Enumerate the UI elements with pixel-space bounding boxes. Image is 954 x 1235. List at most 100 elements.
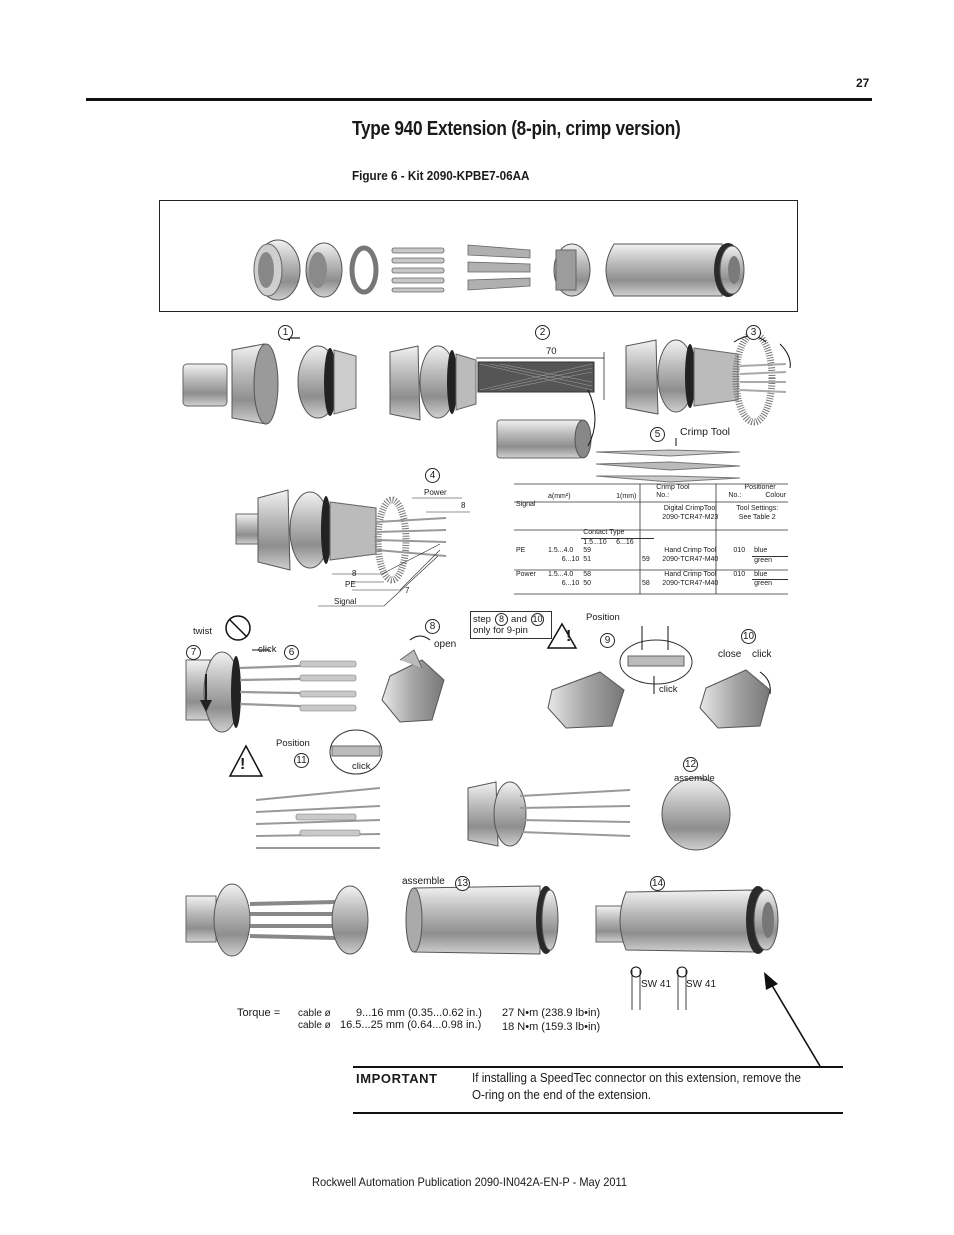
step9-illustration (546, 622, 693, 729)
signal-tool-name: Digital CrimpTool (663, 505, 717, 513)
power-tool: Hand Crimp Tool (664, 571, 717, 579)
assemble-label-step12: assemble (674, 773, 715, 784)
important-text: If installing a SpeedTec connector on th… (472, 1071, 801, 1102)
step3-illustration (625, 330, 791, 426)
step-note-box: step 8 and 10 only for 9-pin (470, 611, 552, 639)
step-3-marker: 3 (746, 325, 761, 340)
header-rule (86, 98, 872, 101)
open-label: open (434, 639, 457, 650)
pw-r2-b: 50 (583, 579, 592, 587)
step11-illustration (228, 729, 383, 849)
pe-r2-a: 6...10 (561, 556, 580, 564)
pe-positioner: 010 (733, 547, 746, 555)
signal-settings-title: Tool Settings: (736, 505, 779, 513)
contact-type-b: 6...16 (616, 538, 634, 546)
assemble-label-step13: assemble (402, 876, 445, 887)
col-positioner-no: No.: (728, 492, 742, 500)
signal-tool-number: 2090-TCR47-M23 (662, 513, 719, 521)
power-positioner: 010 (733, 571, 746, 579)
pe-colour-2: green (752, 555, 788, 566)
step2-illustration (389, 345, 605, 459)
kit-insert (553, 243, 591, 297)
step-8-marker: 8 (425, 619, 440, 634)
pw-r1-a: 1.5...4.0 (548, 571, 574, 579)
position-label-step9: Position (586, 612, 620, 623)
torque-row1-value: 27 N•m (238.9 lb•in) (502, 1007, 601, 1019)
power-colour-2: green (752, 579, 788, 589)
col-crimp-tool-no: No.: (656, 492, 670, 500)
dimension-7-label: 7 (405, 586, 410, 595)
kit-housing (605, 243, 745, 297)
click-label-step6: click (258, 644, 277, 655)
step-note-10: 10 (531, 613, 544, 626)
step10-illustration (699, 669, 771, 729)
step6-7-illustration (185, 615, 357, 733)
col-crimp-tool-title: Crimp Tool (656, 484, 690, 491)
dimension-70-label: 70 (546, 346, 557, 357)
step-6-marker: 6 (284, 645, 299, 660)
crimp-tool-label: Crimp Tool (680, 426, 730, 438)
pe-tool: Hand Crimp Tool (664, 547, 717, 555)
torque-row2-value: 18 N•m (159.3 lb•in) (502, 1021, 601, 1033)
click-label-step11: click (352, 761, 371, 772)
warning-icon: ! (566, 628, 572, 645)
section-title: Type 940 Extension (8-pin, crimp version… (352, 118, 681, 140)
step4-illustration (235, 489, 470, 607)
pe-r1-b: 59 (583, 547, 592, 555)
step8-illustration (381, 635, 445, 723)
figure-caption: Figure 6 - Kit 2090-KPBE7-06AA (352, 168, 530, 183)
signal-settings: Tool Settings:See Table 2 (726, 501, 788, 529)
step-2-marker: 2 (535, 325, 550, 340)
row-signal-label: Signal (516, 501, 536, 509)
pw-r1-b: 58 (583, 571, 592, 579)
page-number: 27 (856, 76, 870, 90)
pw-r2-c: 58 (642, 579, 650, 587)
position-label-step11: Position (276, 738, 310, 749)
kit-clamp-ring (305, 242, 343, 298)
step1-illustration (182, 335, 357, 425)
torque-row1-cable: cable ø (298, 1008, 331, 1019)
step-10-marker: 10 (741, 629, 756, 644)
click-label-step10: click (752, 649, 772, 660)
kit-overview-box (159, 200, 798, 312)
close-label: close (718, 649, 742, 660)
step-note-8: 8 (495, 613, 508, 626)
pw-r2-a: 6...10 (561, 579, 580, 587)
signal-settings-ref: See Table 2 (738, 513, 776, 521)
important-label: IMPORTANT (356, 1071, 438, 1086)
important-top-rule (353, 1066, 843, 1068)
col-length: 1(mm) (616, 493, 637, 500)
wrench-size-2: SW 41 (686, 979, 717, 990)
pe-label: PE (345, 580, 356, 589)
oring-pointer-arrow (764, 972, 821, 1067)
step-9-marker: 9 (600, 633, 615, 648)
torque-row2-cable: cable ø (298, 1020, 331, 1031)
pe-tool-number: 2090-TCR47-M40 (662, 556, 719, 564)
kit-seal (349, 245, 379, 295)
kit-contacts (391, 247, 445, 293)
twist-label: twist (193, 626, 212, 637)
col-cross-section: a(mm²) (548, 493, 571, 500)
contact-type-a: 1.5...10 (583, 538, 607, 546)
wrench-size-1: SW 41 (641, 979, 672, 990)
step-note-only: only for 9-pin (473, 625, 528, 636)
step-12-marker: 12 (683, 757, 698, 772)
col-colour: Colour (765, 492, 786, 500)
step13-illustration (185, 883, 559, 957)
torque-row1-range: 9...16 mm (0.35...0.62 in.) (356, 1007, 482, 1019)
torque-row2-range: 16.5...25 mm (0.64...0.98 in.) (340, 1019, 482, 1031)
dimension-8-pe: 8 (352, 569, 357, 578)
pe-r1-a: 1.5...4.0 (548, 547, 574, 555)
step-note-and: and (511, 614, 527, 625)
row-power-label: Power (516, 571, 536, 579)
step14-illustration (595, 886, 779, 1010)
pe-r2-c: 59 (642, 556, 650, 564)
step-11-marker: 11 (294, 753, 309, 768)
important-bottom-rule (353, 1112, 843, 1114)
signal-label: Signal (334, 597, 357, 606)
pe-r2-b: 51 (583, 556, 592, 564)
